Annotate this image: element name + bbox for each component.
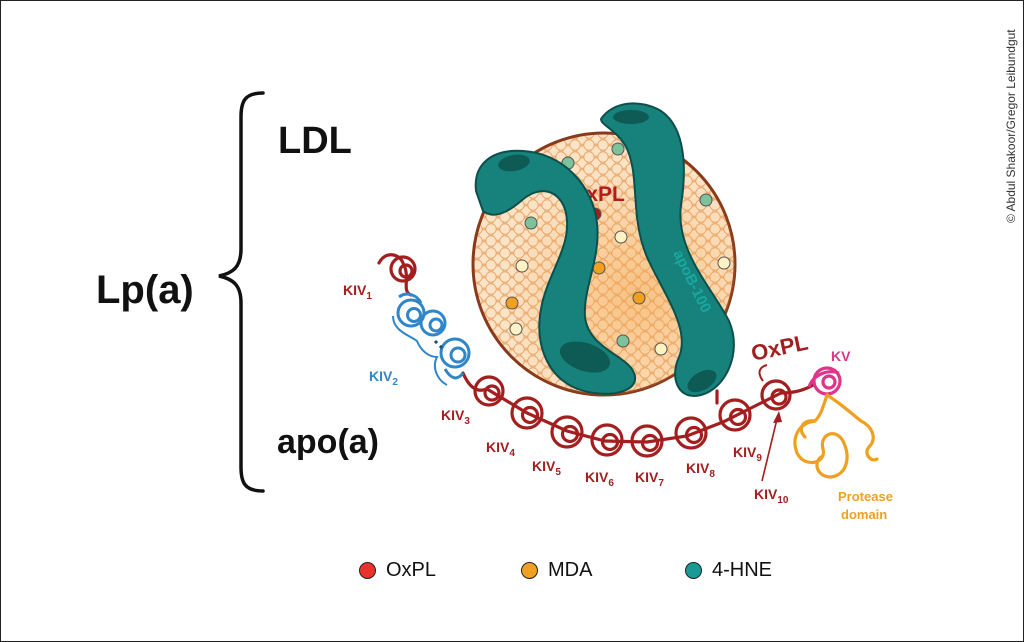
kringle-label-kiv8: KIV8 [686, 460, 715, 480]
brace-bracket [218, 91, 265, 493]
kringle-label-kiv5: KIV5 [532, 458, 561, 478]
oxpl-apoa-label: OxPL [749, 329, 810, 365]
ldl-label: LDL [278, 120, 352, 162]
kringle-label-kiv10: KIV10 [754, 486, 789, 506]
kringle-label-kiv2: KIV2 [369, 368, 398, 388]
apob-100-protein: apoB-100 [474, 102, 735, 397]
kiv-kringle-loops [389, 255, 792, 458]
protease-domain-coil [793, 393, 879, 479]
oxpl-apoa-marker: OxPL [749, 329, 810, 382]
kv-kringle [807, 366, 842, 396]
kiv10-pointer-arrow [761, 411, 782, 482]
lpa-label: Lp(a) [96, 268, 194, 312]
kringle-label-kiv4: KIV4 [486, 439, 515, 459]
kringle-label-kiv1: KIV1 [343, 282, 372, 302]
kringle-label-kiv9: KIV9 [733, 444, 762, 464]
image-credit: © Abdul Shakoor/Gregor Leibundgut [1004, 29, 1018, 223]
legend-label-oxpl: OxPL [386, 559, 437, 581]
protease-label-line1: Protease [838, 489, 893, 504]
legend-item-4-hne: 4-HNE [685, 559, 772, 582]
kringle-label-kiv6: KIV6 [585, 469, 614, 489]
legend-label-4-hne: 4-HNE [712, 559, 773, 581]
kiv2-repeats [392, 292, 471, 386]
apoa-label: apo(a) [277, 423, 379, 461]
legend-dot-4-hne [685, 562, 702, 579]
kringle-labels: KIV1 KIV2 KIV3 KIV4 KIV5 KIV6 KIV7 KIV8 … [343, 282, 893, 522]
legend-label-mda: MDA [548, 559, 593, 581]
legend-dot-mda [521, 562, 538, 579]
kringle-label-kiv3: KIV3 [441, 407, 470, 427]
legend-dot-oxpl [359, 562, 376, 579]
legend-item-oxpl: OxPL [359, 559, 436, 582]
kringle-label-kiv7: KIV7 [635, 469, 664, 489]
protease-label-line2: domain [841, 507, 887, 522]
kringle-label-kv: KV [831, 348, 851, 364]
legend-item-mda: MDA [521, 559, 592, 582]
